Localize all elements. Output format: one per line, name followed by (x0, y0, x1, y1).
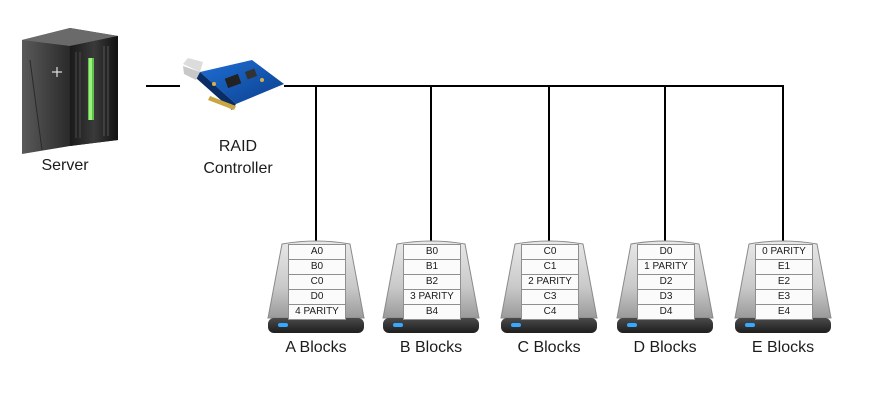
block-cell: E1 (756, 260, 812, 275)
raid-controller-label: RAID Controller (188, 136, 288, 180)
block-cell: 2 PARITY (522, 275, 578, 290)
block-cell: C0 (289, 275, 345, 290)
block-cell: C3 (522, 290, 578, 305)
drive-label-e: E Blocks (751, 339, 815, 356)
block-cell: E4 (756, 305, 812, 319)
drive-led-icon (278, 323, 288, 327)
drive-led-icon (627, 323, 637, 327)
block-cell: C4 (522, 305, 578, 319)
drive-label-a: A Blocks (285, 339, 347, 356)
block-cell: E3 (756, 290, 812, 305)
block-cell: D4 (638, 305, 694, 319)
server-label: Server (41, 157, 89, 174)
block-cell: B0 (404, 245, 460, 260)
block-cell: E2 (756, 275, 812, 290)
block-cell: D2 (638, 275, 694, 290)
block-cell: D3 (638, 290, 694, 305)
drive-label-c: C Blocks (517, 339, 581, 356)
block-cell: B0 (289, 260, 345, 275)
block-cell: B1 (404, 260, 460, 275)
drive-label-d: D Blocks (633, 339, 697, 356)
raid-controller-label-line1: RAID (218, 138, 258, 155)
block-cell: 1 PARITY (638, 260, 694, 275)
raid-controller-label-line2: Controller (203, 160, 273, 177)
drive-led-icon (393, 323, 403, 327)
block-cell: 4 PARITY (289, 305, 345, 319)
block-cell: D0 (638, 245, 694, 260)
block-cell: 3 PARITY (404, 290, 460, 305)
block-cell: C0 (522, 245, 578, 260)
raid-controller-icon (183, 58, 284, 110)
drive-label-b: B Blocks (399, 339, 463, 356)
server-icon (22, 28, 118, 154)
block-cell: D0 (289, 290, 345, 305)
block-cell: 0 PARITY (756, 245, 812, 260)
connection-lines (146, 85, 784, 244)
block-cell: B2 (404, 275, 460, 290)
drive-led-icon (511, 323, 521, 327)
block-cell: B4 (404, 305, 460, 319)
drive-led-icon (745, 323, 755, 327)
block-cell: A0 (289, 245, 345, 260)
block-cell: C1 (522, 260, 578, 275)
